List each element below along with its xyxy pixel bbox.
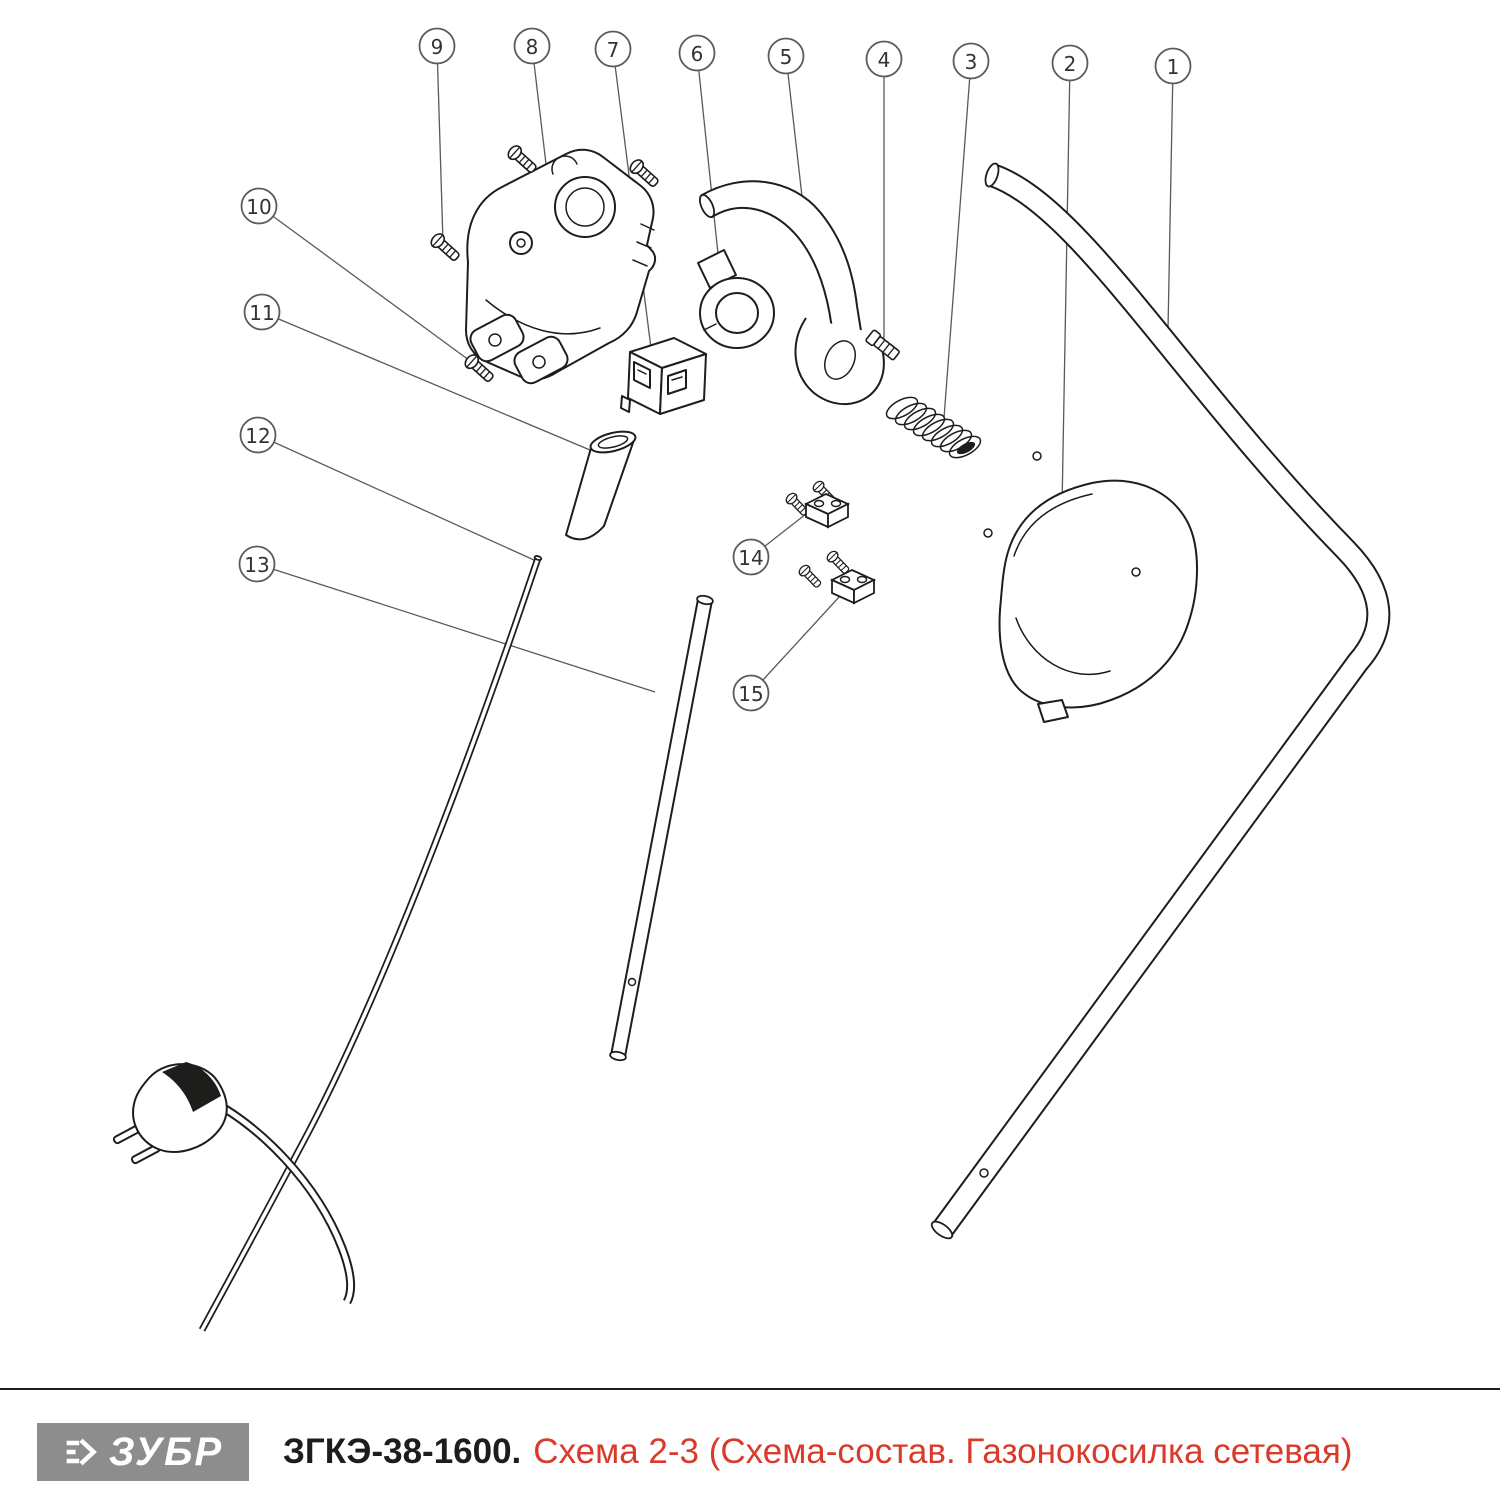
leader-line-5	[785, 55, 805, 215]
part-11-sleeve	[565, 430, 637, 541]
zubr-logo: ЗУБР	[37, 1423, 249, 1481]
part-9-screw	[427, 230, 463, 265]
brand-name: ЗУБР	[108, 1430, 224, 1474]
callout-number-12: 12	[245, 424, 270, 448]
callout-number-14: 14	[738, 546, 763, 570]
part-2-switch-cover	[998, 479, 1198, 723]
callout-number-1: 1	[1167, 55, 1180, 79]
callout-11: 11	[243, 293, 281, 331]
part-14-cable-clip-assembly	[783, 478, 849, 528]
power-plug	[112, 1062, 228, 1165]
callout-number-2: 2	[1064, 52, 1077, 76]
part-15-screw	[796, 562, 824, 591]
part-5-handle-bracket	[698, 180, 885, 406]
part-7-switch-block	[620, 337, 707, 415]
callout-3: 3	[952, 42, 990, 80]
callout-5: 5	[767, 37, 805, 75]
leader-line-12	[257, 434, 535, 561]
callout-10: 10	[240, 187, 278, 225]
callout-13: 13	[238, 545, 276, 583]
part-3-spring	[885, 396, 982, 459]
callout-number-4: 4	[878, 48, 891, 72]
leader-line-1	[1167, 65, 1174, 331]
power-cord	[196, 1089, 356, 1305]
part-6-cable-clamp-ring	[697, 249, 775, 349]
part-12-handle-rod	[198, 555, 543, 1332]
leader-line-3	[943, 60, 972, 419]
callout-14: 14	[732, 538, 770, 576]
zubr-logo-icon	[66, 1438, 97, 1466]
part-14-cable-clip	[805, 493, 849, 528]
leader-lines	[256, 45, 1174, 694]
callout-4: 4	[865, 40, 903, 78]
callout-number-3: 3	[965, 50, 978, 74]
callout-number-10: 10	[246, 195, 271, 219]
leader-line-8	[531, 45, 547, 165]
callout-number-5: 5	[780, 45, 793, 69]
housing-screw-top-left	[504, 142, 540, 177]
callout-number-6: 6	[691, 42, 704, 66]
leader-line-13	[256, 563, 656, 693]
part-1-upper-handle-tube	[930, 162, 1391, 1240]
diagram-title: ЗГКЭ-38-1600. Схема 2-3 (Схема-состав. Г…	[283, 1432, 1352, 1472]
callout-2: 2	[1051, 44, 1089, 82]
callout-12: 12	[239, 416, 277, 454]
leader-line-11	[261, 311, 591, 451]
footer: ЗУБР ЗГКЭ-38-1600. Схема 2-3 (Схема-сост…	[0, 1388, 1500, 1500]
callout-number-11: 11	[249, 301, 274, 325]
callout-7: 7	[594, 30, 632, 68]
part-8-switch-housing	[465, 148, 657, 385]
callout-1: 1	[1154, 47, 1192, 85]
callout-number-8: 8	[526, 35, 539, 59]
callout-number-7: 7	[607, 38, 620, 62]
callout-15: 15	[732, 674, 770, 712]
callout-number-9: 9	[431, 35, 444, 59]
model-number: ЗГКЭ-38-1600.	[283, 1432, 522, 1471]
callout-number-13: 13	[244, 553, 269, 577]
part-13-lower-handle-tube	[609, 594, 714, 1062]
leader-line-2	[1061, 62, 1071, 509]
callout-number-15: 15	[738, 682, 763, 706]
callout-8: 8	[513, 27, 551, 65]
leader-line-15	[750, 595, 841, 694]
leader-line-9	[436, 45, 444, 243]
schema-subtitle: Схема 2-3 (Схема-состав. Газонокосилка с…	[533, 1432, 1353, 1471]
callout-9: 9	[418, 27, 456, 65]
leader-line-10	[258, 205, 478, 367]
part-15-cable-clip-assembly	[796, 548, 875, 604]
handle-mount-holes	[983, 451, 1042, 538]
callout-6: 6	[678, 34, 716, 72]
